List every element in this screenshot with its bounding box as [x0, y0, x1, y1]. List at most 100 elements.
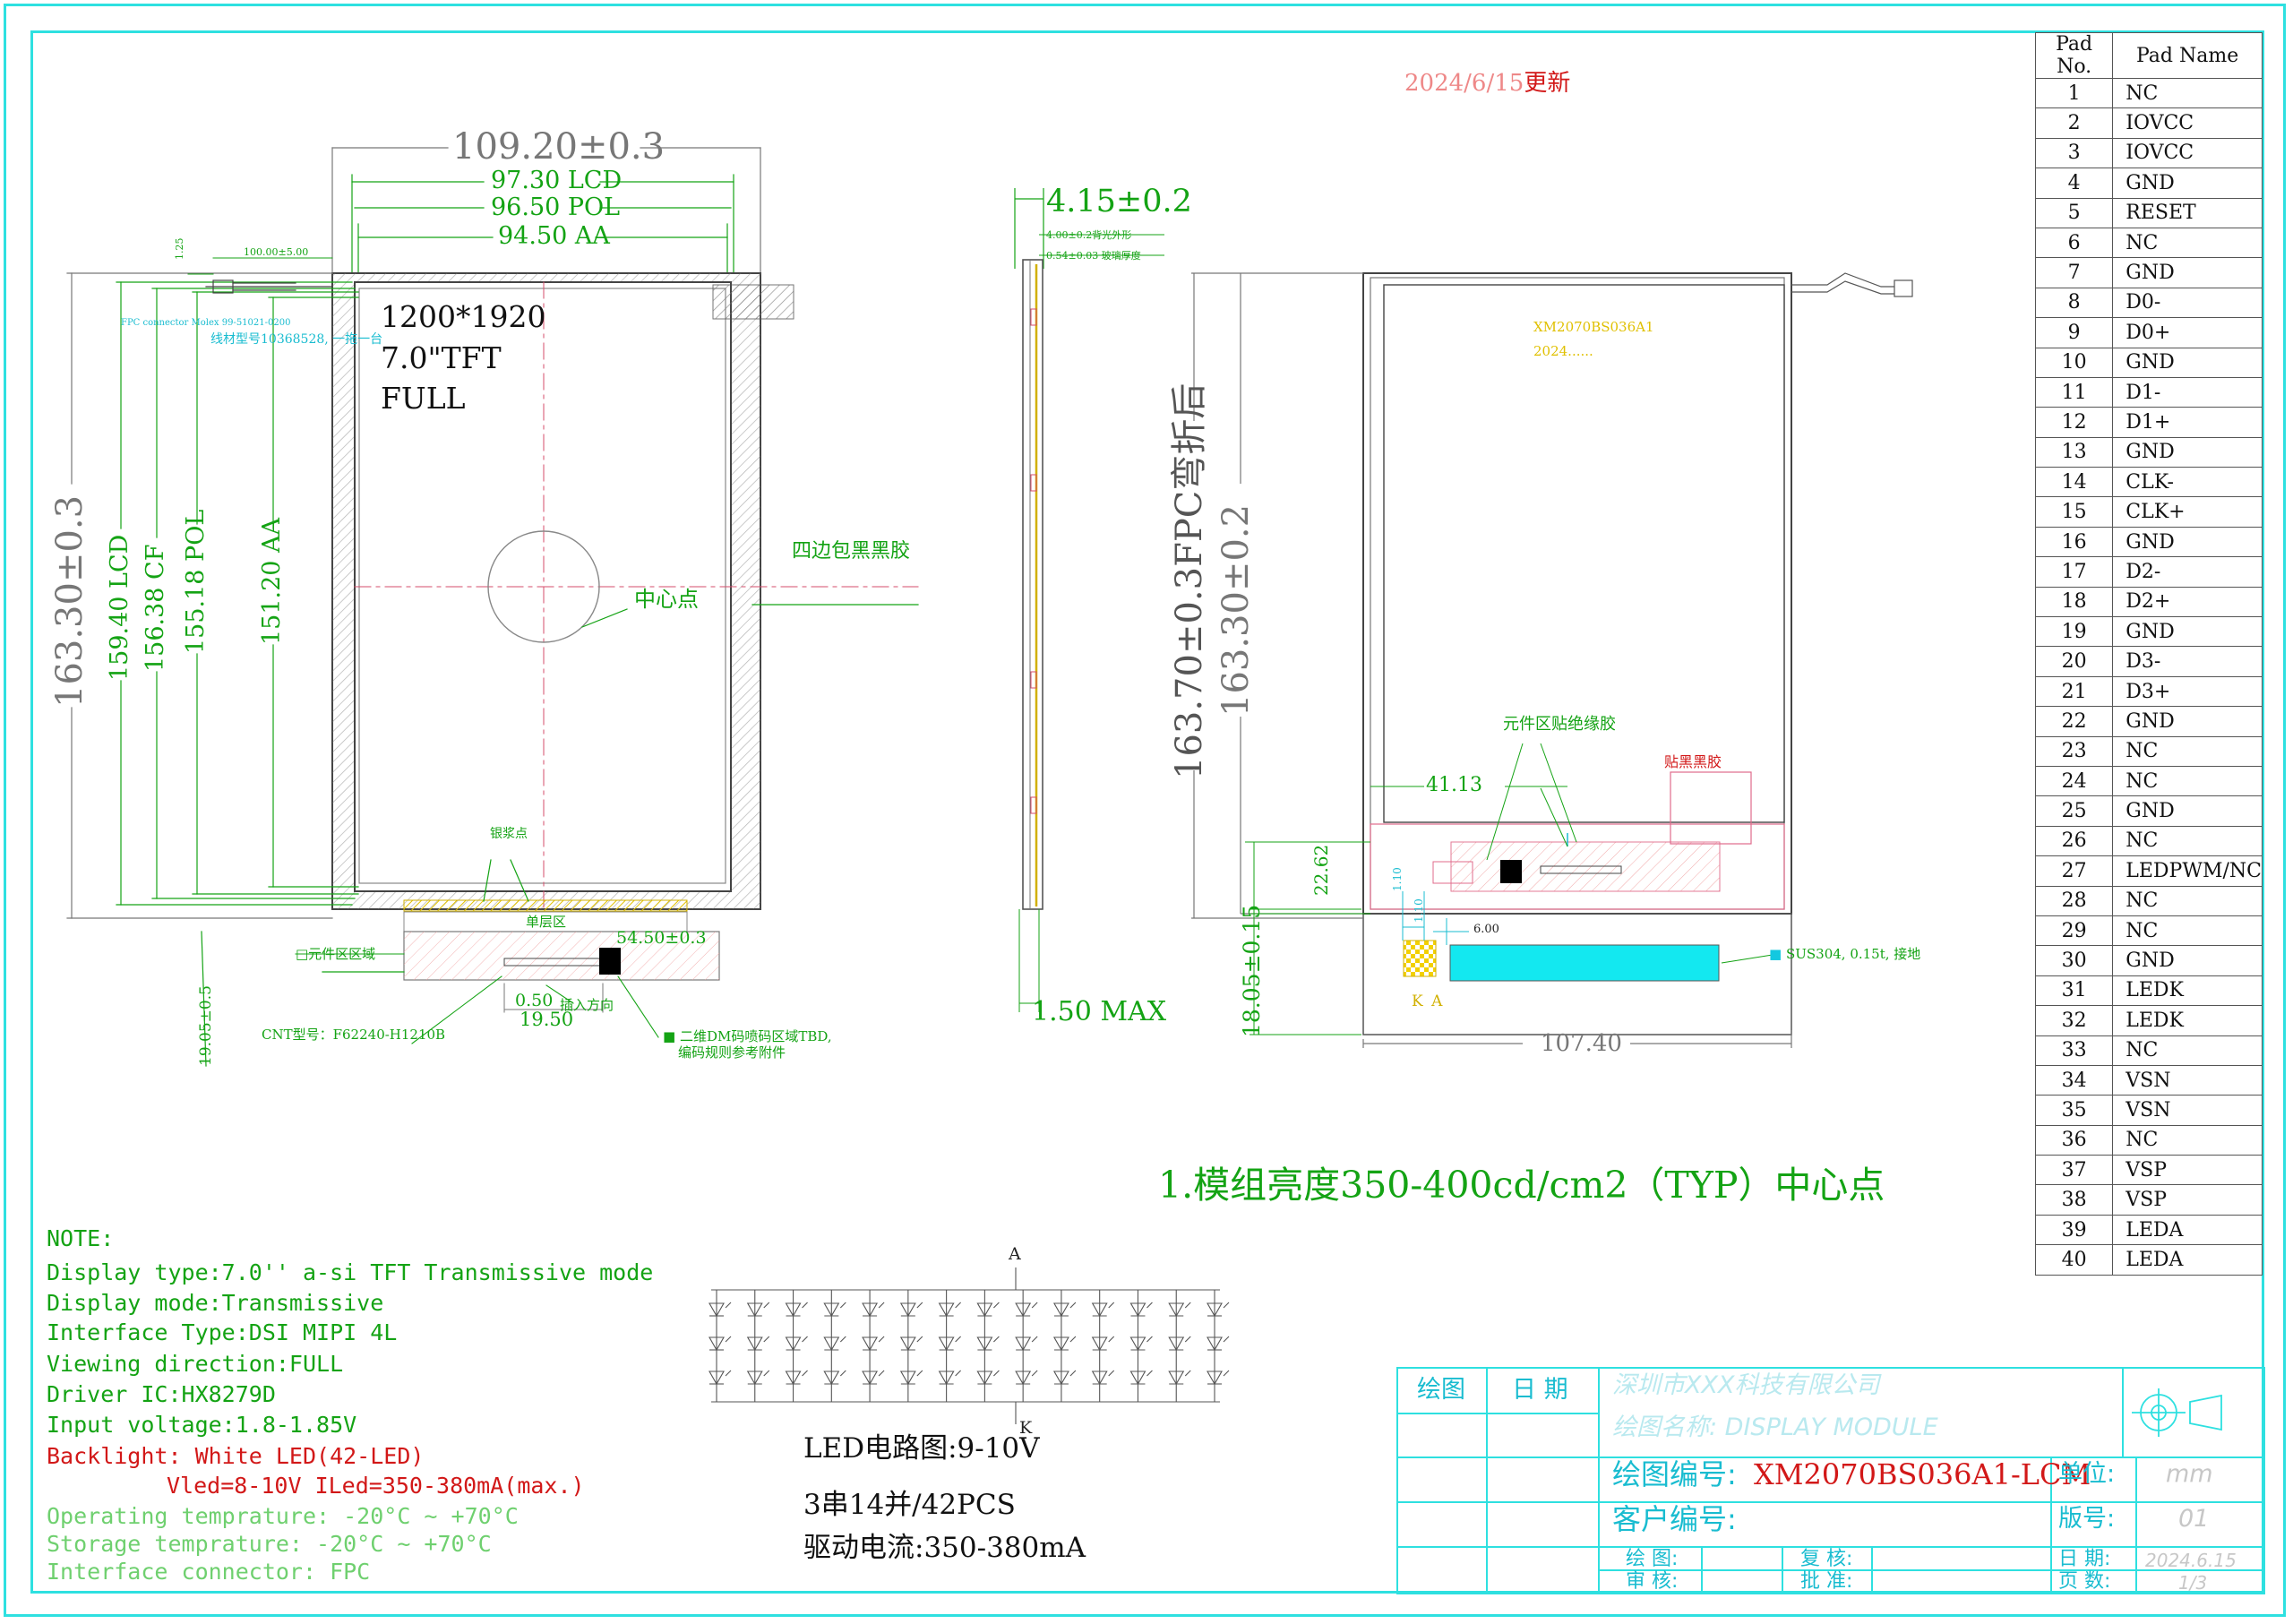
pad-name: IOVCC: [2112, 107, 2263, 139]
pad-name: LEDPWM/NC: [2112, 855, 2263, 887]
pad-name: LEDA: [2112, 1244, 2263, 1276]
pad-name: CLK+: [2112, 496, 2263, 528]
led-diode-icon: [709, 1336, 725, 1352]
pad-no: 38: [2034, 1184, 2114, 1216]
pad-no: 40: [2034, 1244, 2114, 1276]
led-diode-icon: [862, 1336, 879, 1352]
tb-unit-label: 单位:: [2058, 1460, 2116, 1488]
size-label: 7.0"TFT: [381, 340, 502, 375]
note-input-voltage: Input voltage:1.8-1.85V: [47, 1412, 357, 1438]
tb-page-label: 页 数:: [2058, 1570, 2111, 1593]
led-circuit-title: LED电路图:9-10V: [803, 1432, 1040, 1465]
tb-version-value: 01: [2178, 1505, 2210, 1533]
note-storage: Storage temprature: -20°C ~ +70°C: [47, 1531, 492, 1557]
pad-name: GND: [2112, 347, 2263, 378]
led-config: 3串14并/42PCS: [803, 1489, 1016, 1521]
pad-no: 18: [2034, 586, 2114, 618]
pad-no: 36: [2034, 1124, 2114, 1156]
side-note-glass: 0.54±0.03 玻璃厚度: [1046, 250, 1141, 262]
dim-bottom-len: 19.05±0.5: [197, 985, 215, 1066]
tb-company-ghost: 深圳市XXX科技有限公司: [1612, 1371, 1880, 1399]
led-diode-icon: [1129, 1371, 1146, 1386]
pad-no-header: Pad No.: [2034, 32, 2114, 79]
pad-no: 23: [2034, 735, 2114, 767]
tb-page-value: 1/3: [2178, 1572, 2208, 1594]
pad-no: 27: [2034, 855, 2114, 887]
dim-cf-height: 156.38 CF: [142, 544, 169, 672]
dim-aa-width: 94.50 AA: [498, 222, 610, 250]
led-current: 驱动电流:350-380mA: [803, 1532, 1086, 1564]
led-diode-icon: [709, 1302, 725, 1318]
led-diode-icon: [1207, 1371, 1223, 1386]
led-diode-icon: [746, 1302, 763, 1318]
led-diode-icon: [823, 1302, 840, 1318]
led-diode-icon: [746, 1371, 763, 1386]
front-view: [66, 147, 919, 1067]
pad-name: VSN: [2112, 1064, 2263, 1096]
pad-no: 33: [2034, 1035, 2114, 1066]
pad-table-header: Pad No. Pad Name: [2034, 32, 2263, 79]
pad-name: D3-: [2112, 646, 2263, 677]
pad-name: VSP: [2112, 1155, 2263, 1186]
dim-conn-pitch: 0.50: [515, 991, 554, 1010]
pad-no: 7: [2034, 257, 2114, 288]
pad-name: GND: [2112, 706, 2263, 737]
note-backlight: Backlight: White LED(42-LED): [47, 1443, 425, 1469]
led-diode-icon: [785, 1371, 802, 1386]
dim-2262: 22.62: [1310, 844, 1332, 896]
dm-rule-label: 编码规则参考附件: [678, 1044, 786, 1061]
pad-name: GND: [2112, 945, 2263, 976]
led-diode-icon: [1168, 1336, 1185, 1352]
dim-fpc-offset: 100.00±5.00: [244, 246, 309, 258]
pad-no: 3: [2034, 137, 2114, 169]
insulation-label: 元件区贴绝缘胶: [1503, 715, 1616, 734]
dim-conn-len: 54.50±0.3: [616, 928, 707, 948]
led-diode-icon: [1091, 1302, 1108, 1318]
pad-name: GND: [2112, 257, 2263, 288]
led-diode-icon: [1091, 1336, 1108, 1352]
pad-no: 21: [2034, 675, 2114, 708]
single-layer-label: 单层区: [526, 914, 567, 930]
pad-no: 22: [2034, 706, 2114, 737]
note-interface: Interface Type:DSI MIPI 4L: [47, 1319, 398, 1345]
dim-600: 6.00: [1473, 923, 1499, 936]
led-diode-icon: [1207, 1302, 1223, 1318]
fpc-connector-note: FPC connector Molex 99-51021-0200: [121, 318, 291, 328]
model-mark: XM2070BS036A1: [1533, 319, 1654, 335]
dim-lcd-height: 159.40 LCD: [106, 534, 133, 681]
sus-label: ■ SUS304, 0.15t, 接地: [1769, 946, 1921, 962]
pad-no: 35: [2034, 1095, 2114, 1126]
pad-name: D0-: [2112, 287, 2263, 319]
pad-name-header: Pad Name: [2112, 32, 2263, 79]
pad-no: 12: [2034, 407, 2114, 438]
tb-drawing-no: XM2070BS036A1-LCM: [1754, 1457, 2091, 1491]
led-diode-icon: [785, 1302, 802, 1318]
dim-outline-height: 163.30±0.3: [49, 494, 90, 708]
dim-lcd-width: 97.30 LCD: [491, 167, 623, 194]
pad-name: NC: [2112, 77, 2263, 109]
led-diode-icon: [709, 1371, 725, 1386]
pad-no: 24: [2034, 765, 2114, 797]
led-diode-icon: [899, 1302, 916, 1318]
black-tape-label: 四边包黑黑胶: [792, 540, 911, 563]
silver-dot-label: 银浆点: [490, 827, 528, 841]
led-diode-icon: [1129, 1336, 1146, 1352]
